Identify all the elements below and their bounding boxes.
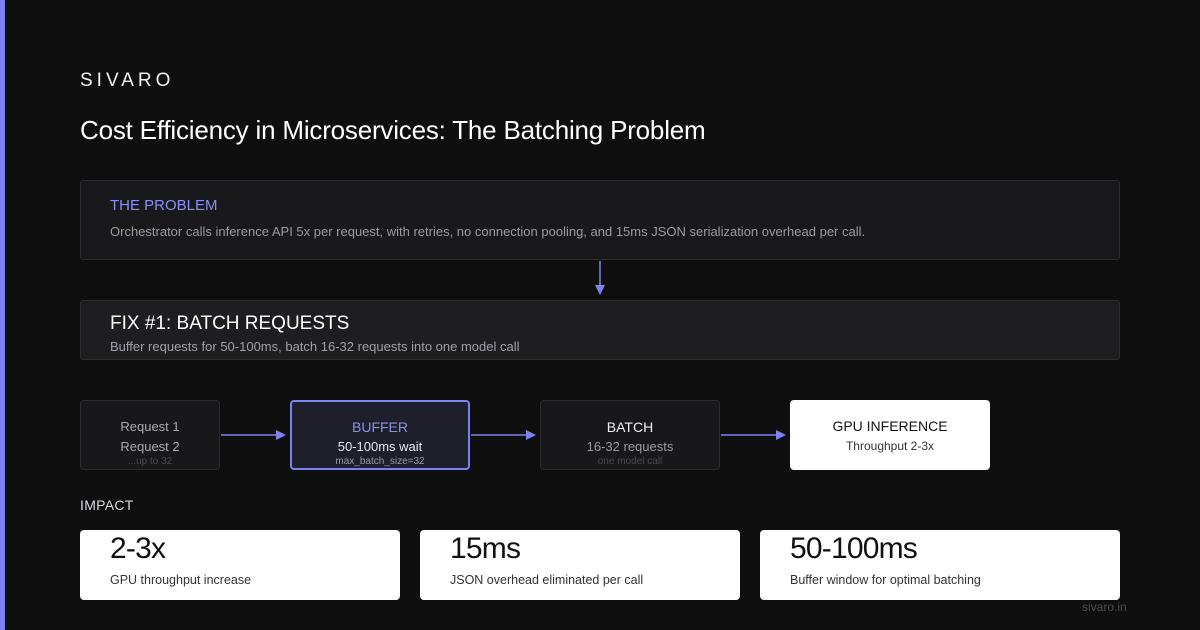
fix-box: FIX #1: BATCH REQUESTS Buffer requests f…: [80, 300, 1120, 360]
request-2-label: Request 2: [120, 439, 180, 454]
stat-card: 50-100ms Buffer window for optimal batch…: [760, 530, 1120, 600]
accent-bar: [0, 0, 5, 630]
requests-node: Request 1 Request 2 ...up to 32: [80, 400, 220, 470]
requests-more-label: ...up to 32: [127, 456, 173, 467]
requests-to-buffer-arrow: [221, 430, 286, 440]
footer-url: sivaro.in: [1082, 600, 1127, 614]
page-title: Cost Efficiency in Microservices: The Ba…: [80, 115, 706, 145]
fix-text: Buffer requests for 50-100ms, batch 16-3…: [110, 339, 520, 354]
brand-logo: SIVARO: [80, 70, 175, 91]
stat-value: 50-100ms: [790, 532, 918, 565]
batch-to-gpu-arrow: [721, 430, 786, 440]
batch-note: one model call: [597, 456, 663, 467]
buffer-wait: 50-100ms wait: [337, 439, 423, 454]
batch-title: BATCH: [606, 419, 654, 435]
stat-value: 2-3x: [110, 532, 166, 565]
fix-title: FIX #1: BATCH REQUESTS: [110, 313, 350, 334]
buffer-node: BUFFER 50-100ms wait max_batch_size=32: [290, 400, 470, 470]
stat-description: GPU throughput increase: [110, 573, 252, 587]
request-1-label: Request 1: [120, 419, 180, 434]
gpu-title: GPU INFERENCE: [832, 418, 948, 434]
stat-card: 2-3x GPU throughput increase: [80, 530, 400, 600]
problem-text: Orchestrator calls inference API 5x per …: [110, 224, 866, 239]
problem-label: THE PROBLEM: [110, 197, 218, 214]
stat-value: 15ms: [450, 532, 521, 565]
batch-node: BATCH 16-32 requests one model call: [540, 400, 720, 470]
stat-description: Buffer window for optimal batching: [790, 573, 981, 587]
buffer-title: BUFFER: [352, 419, 408, 435]
stat-card: 15ms JSON overhead eliminated per call: [420, 530, 740, 600]
problem-box: THE PROBLEM Orchestrator calls inference…: [80, 180, 1120, 260]
buffer-to-batch-arrow: [471, 430, 536, 440]
batch-size: 16-32 requests: [586, 439, 674, 454]
problem-to-fix-arrow: [595, 261, 605, 295]
stat-description: JSON overhead eliminated per call: [450, 573, 644, 587]
gpu-inference-node: GPU INFERENCE Throughput 2-3x: [790, 400, 990, 470]
buffer-config: max_batch_size=32: [335, 456, 425, 467]
gpu-throughput: Throughput 2-3x: [845, 439, 935, 453]
impact-label: IMPACT: [80, 497, 134, 513]
